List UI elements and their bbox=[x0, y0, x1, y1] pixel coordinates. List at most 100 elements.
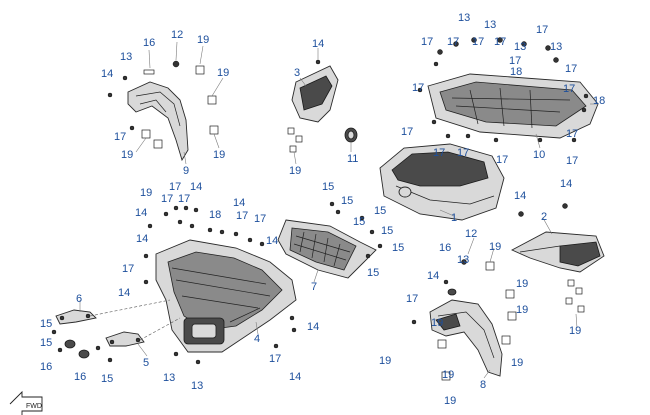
callout-14: 14 bbox=[427, 270, 439, 282]
callout-19: 19 bbox=[489, 241, 501, 253]
part-4-front-fascia bbox=[143, 205, 297, 365]
fwd-direction-arrow: FWD bbox=[9, 390, 43, 415]
callout-16: 16 bbox=[143, 37, 155, 49]
callout-17: 17 bbox=[401, 126, 413, 138]
callout-14: 14 bbox=[135, 207, 147, 219]
callout-11: 11 bbox=[347, 153, 358, 165]
callout-18: 18 bbox=[593, 95, 605, 107]
callout-18: 18 bbox=[510, 66, 522, 78]
callout-14: 14 bbox=[307, 321, 319, 333]
callout-13: 13 bbox=[484, 19, 496, 31]
callout-19: 19 bbox=[289, 165, 301, 177]
callout-19: 19 bbox=[140, 187, 152, 199]
callout-14: 14 bbox=[560, 178, 572, 190]
callout-19: 19 bbox=[379, 355, 391, 367]
callout-9: 9 bbox=[183, 165, 189, 177]
callout-15: 15 bbox=[367, 267, 379, 279]
callout-19: 19 bbox=[516, 278, 528, 290]
part-11-emblem bbox=[344, 127, 358, 143]
callout-15: 15 bbox=[381, 225, 393, 237]
callout-14: 14 bbox=[136, 233, 148, 245]
callout-13: 13 bbox=[514, 41, 526, 53]
callout-13: 13 bbox=[458, 12, 470, 24]
callout-17: 17 bbox=[421, 36, 433, 48]
leader-lines bbox=[79, 41, 598, 379]
part-1-hood bbox=[379, 143, 505, 221]
callout-15: 15 bbox=[322, 181, 334, 193]
part-6-bracket bbox=[55, 309, 97, 325]
callout-19: 19 bbox=[121, 149, 133, 161]
callout-14: 14 bbox=[101, 68, 113, 80]
callout-8: 8 bbox=[480, 379, 486, 391]
callout-16: 16 bbox=[439, 242, 451, 254]
part-10-rack-panel bbox=[417, 37, 599, 143]
callout-17: 17 bbox=[566, 128, 578, 140]
callout-19: 19 bbox=[431, 317, 443, 329]
callout-17: 17 bbox=[406, 293, 418, 305]
fwd-label: FWD bbox=[26, 403, 42, 410]
callout-18: 18 bbox=[209, 209, 221, 221]
callout-15: 15 bbox=[40, 337, 52, 349]
callout-17: 17 bbox=[169, 181, 181, 193]
callout-17: 17 bbox=[496, 154, 508, 166]
callout-14: 14 bbox=[190, 181, 202, 193]
callout-19: 19 bbox=[442, 369, 454, 381]
part-8-fender-right bbox=[411, 259, 517, 381]
callout-15: 15 bbox=[374, 205, 386, 217]
callout-17: 17 bbox=[447, 36, 459, 48]
callout-3: 3 bbox=[294, 67, 300, 79]
callout-17: 17 bbox=[433, 147, 445, 159]
callout-14: 14 bbox=[289, 371, 301, 383]
callout-1: 1 bbox=[451, 212, 457, 224]
part-9-fender-left bbox=[107, 60, 219, 162]
callout-15: 15 bbox=[392, 242, 404, 254]
callout-17: 17 bbox=[122, 263, 134, 275]
callout-13: 13 bbox=[457, 254, 469, 266]
callout-17: 17 bbox=[566, 155, 578, 167]
callout-19: 19 bbox=[217, 67, 229, 79]
callout-17: 17 bbox=[178, 193, 190, 205]
callout-17: 17 bbox=[563, 83, 575, 95]
callout-7: 7 bbox=[311, 281, 317, 293]
callout-17: 17 bbox=[457, 147, 469, 159]
callout-15: 15 bbox=[40, 318, 52, 330]
callout-17: 17 bbox=[472, 36, 484, 48]
callout-14: 14 bbox=[514, 190, 526, 202]
callout-17: 17 bbox=[509, 55, 521, 67]
callout-13: 13 bbox=[120, 51, 132, 63]
callout-19: 19 bbox=[569, 325, 581, 337]
callout-17: 17 bbox=[161, 193, 173, 205]
callout-10: 10 bbox=[533, 149, 545, 161]
callout-5: 5 bbox=[143, 357, 149, 369]
callout-13: 13 bbox=[163, 372, 175, 384]
callout-17: 17 bbox=[254, 213, 266, 225]
callout-19: 19 bbox=[511, 357, 523, 369]
callout-14: 14 bbox=[266, 235, 278, 247]
callout-13: 13 bbox=[191, 380, 203, 392]
callout-19: 19 bbox=[213, 149, 225, 161]
callout-19: 19 bbox=[197, 34, 209, 46]
callout-12: 12 bbox=[465, 228, 477, 240]
part-7-grille bbox=[277, 201, 383, 279]
callout-17: 17 bbox=[114, 131, 126, 143]
callout-15: 15 bbox=[341, 195, 353, 207]
callout-15: 15 bbox=[353, 216, 365, 228]
callout-19: 19 bbox=[516, 304, 528, 316]
callout-14: 14 bbox=[233, 197, 245, 209]
callout-17: 17 bbox=[236, 210, 248, 222]
callout-14: 14 bbox=[312, 38, 324, 50]
callout-16: 16 bbox=[74, 371, 86, 383]
callout-15: 15 bbox=[101, 373, 113, 385]
part-5-bracket bbox=[105, 331, 145, 347]
callout-4: 4 bbox=[254, 333, 260, 345]
part-16-bushings-left bbox=[51, 329, 113, 363]
callout-2: 2 bbox=[541, 211, 547, 223]
callout-16: 16 bbox=[40, 361, 52, 373]
callout-17: 17 bbox=[412, 82, 424, 94]
callout-labels: 16 12 19 13 14 19 17 19 19 9 14 3 19 11 … bbox=[40, 12, 605, 407]
callout-17: 17 bbox=[494, 36, 506, 48]
callout-17: 17 bbox=[269, 353, 281, 365]
callout-19: 19 bbox=[444, 395, 456, 407]
callout-6: 6 bbox=[76, 293, 82, 305]
